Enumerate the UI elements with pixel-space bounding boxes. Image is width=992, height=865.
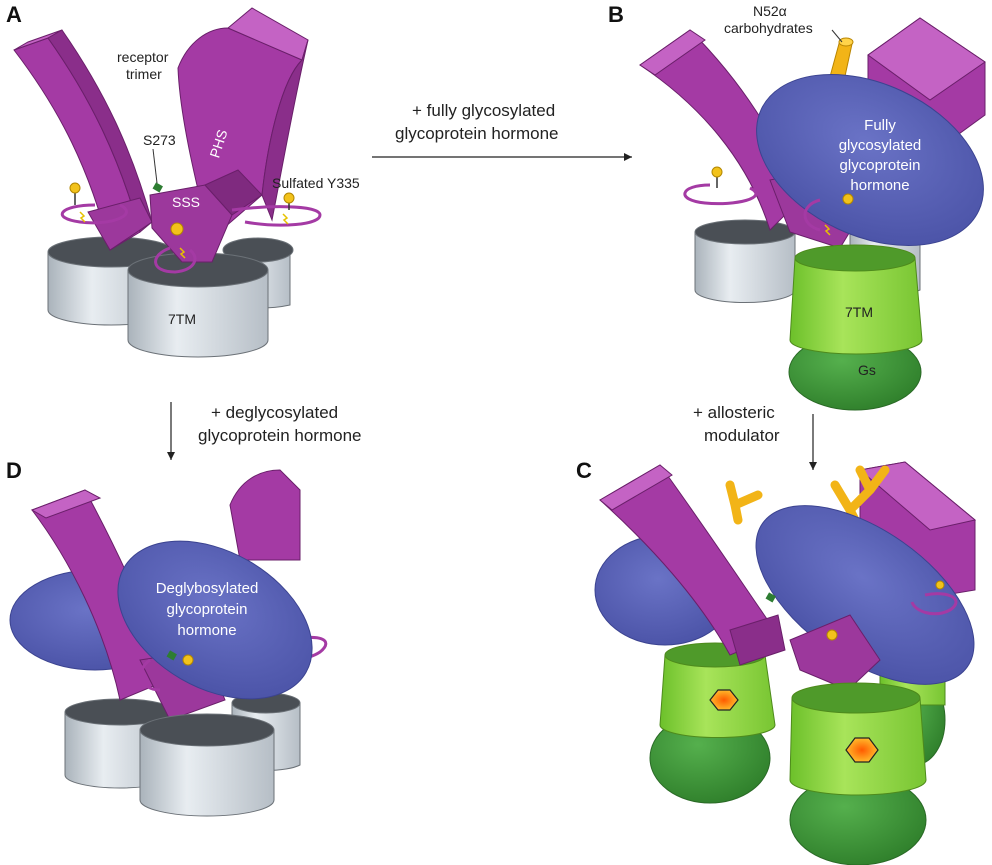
carbohydrate-c-left bbox=[725, 480, 763, 525]
arrow-b-to-c-line2: modulator bbox=[704, 426, 780, 445]
panel-c: C bbox=[576, 458, 977, 865]
label-hormone-b-4: hormone bbox=[850, 177, 909, 194]
carbohydrate-c-right bbox=[830, 465, 890, 535]
sulfated-tyrosine-marker bbox=[69, 182, 295, 259]
label-hormone-d-1: Deglybosylated bbox=[156, 580, 259, 597]
label-sulfated-y335: Sulfated Y335 bbox=[272, 175, 360, 191]
hinge-loop-left bbox=[60, 203, 128, 225]
receptor-arm-d-right bbox=[229, 469, 301, 561]
tm-cylinder-d-front bbox=[139, 729, 275, 817]
receptor-arm-right bbox=[149, 7, 309, 263]
panel-a: A bbox=[6, 2, 360, 358]
receptor-arm-left bbox=[13, 29, 153, 251]
arrow-a-to-b: + fully glycosylated glycoprotein hormon… bbox=[372, 101, 632, 161]
panel-letter-c: C bbox=[576, 458, 592, 483]
panel-letter-a: A bbox=[6, 2, 22, 27]
label-hormone-d-2: glycoprotein bbox=[167, 601, 248, 618]
tm-cylinder-front bbox=[127, 252, 269, 358]
label-trimer: trimer bbox=[126, 66, 162, 82]
allosteric-modulator-right bbox=[845, 737, 879, 763]
allosteric-modulator-left bbox=[709, 689, 739, 711]
label-sss: SSS bbox=[172, 194, 200, 210]
label-7tm-b: 7TM bbox=[845, 304, 873, 320]
label-gs: Gs bbox=[858, 362, 876, 378]
arrow-b-to-c-line1: + allosteric bbox=[693, 403, 775, 422]
label-hormone-b-3: glycoprotein bbox=[840, 157, 921, 174]
label-carbohydrates: carbohydrates bbox=[724, 20, 813, 36]
s273-pointer bbox=[152, 148, 158, 184]
label-hormone-b-2: glycosylated bbox=[839, 137, 922, 154]
arrow-a-to-b-line2: glycoprotein hormone bbox=[395, 124, 558, 143]
arrow-a-to-d-line1: + deglycosylated bbox=[211, 403, 338, 422]
arrow-a-to-d: + deglycosylated glycoprotein hormone bbox=[167, 402, 361, 460]
s273-residue bbox=[152, 182, 163, 193]
label-hormone-b-1: Fully bbox=[864, 117, 896, 134]
hinge-loop-front bbox=[154, 246, 197, 274]
hinge-loop-right bbox=[231, 205, 322, 227]
panel-d: D Deglybosylated glycoprotein hormone bbox=[6, 458, 328, 817]
arrow-a-to-b-line1: + fully glycosylated bbox=[412, 101, 555, 120]
arrow-a-to-d-line2: glycoprotein hormone bbox=[198, 426, 361, 445]
panel-letter-b: B bbox=[608, 2, 624, 27]
label-7tm-a: 7TM bbox=[168, 311, 196, 327]
label-receptor: receptor bbox=[117, 49, 169, 65]
hormone-deglycosylated bbox=[117, 540, 313, 700]
label-hormone-d-3: hormone bbox=[177, 622, 236, 639]
panel-letter-d: D bbox=[6, 458, 22, 483]
label-n52: N52α bbox=[753, 3, 787, 19]
tm-cylinder-b-green bbox=[789, 257, 923, 355]
label-s273: S273 bbox=[143, 132, 176, 148]
panel-b: B N52α carbohydrates Fully g bbox=[608, 2, 986, 411]
arrow-b-to-c: + allosteric modulator bbox=[693, 403, 817, 470]
